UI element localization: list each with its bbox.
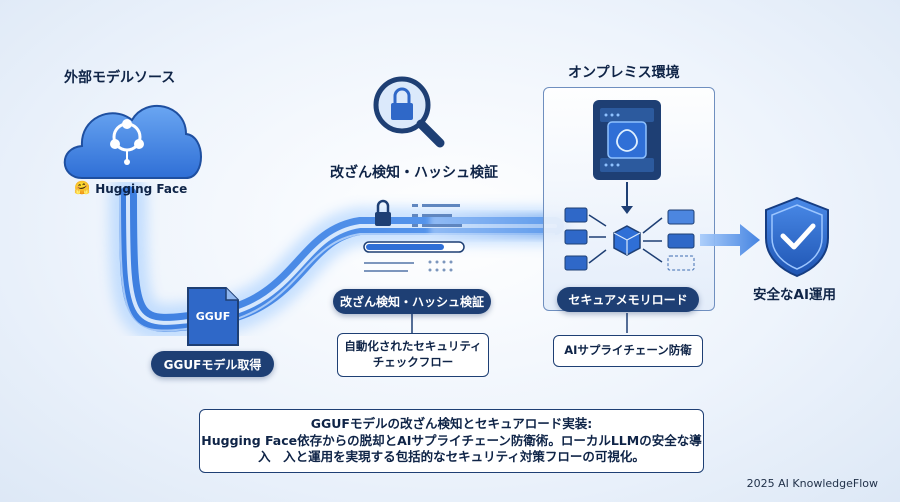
summary-line1: GGUFモデルの改ざん検知とセキュアロード実装: xyxy=(310,415,593,431)
verify-title: 改ざん検知・ハッシュ検証 xyxy=(330,165,498,181)
verify-widget xyxy=(363,199,465,272)
source-title: 外部モデルソース xyxy=(64,70,176,86)
gguf-step-pill: GGUFモデル取得 xyxy=(151,351,274,377)
shield-check-icon xyxy=(765,196,829,278)
verify-progress-fill xyxy=(366,244,444,250)
magnifier-lock-icon xyxy=(373,76,445,148)
verify-note: 自動化されたセキュリティ チェックフロー xyxy=(337,333,489,377)
cloud-icon xyxy=(63,104,202,179)
onprem-note: AIサプライチェーン防衛 xyxy=(553,335,703,367)
summary-box: GGUFモデルの改ざん検知とセキュアロード実装: Hugging Face依存か… xyxy=(199,409,704,473)
verify-step-pill: 改ざん検知・ハッシュ検証 xyxy=(333,289,491,314)
footer-credit: 2025 AI KnowledgeFlow xyxy=(746,477,878,490)
server-chip-icon xyxy=(593,100,661,180)
onprem-title: オンプレミス環境 xyxy=(568,65,680,81)
hugging-face-emoji-icon: 🤗 xyxy=(74,181,91,196)
gguf-file-label: GGUF xyxy=(195,310,231,323)
gguf-file-icon xyxy=(187,287,239,346)
memory-blocks-right xyxy=(642,209,695,271)
memory-blocks-left xyxy=(564,207,607,271)
summary-line2: Hugging Face依存からの脱却とAIサプライチェーン防衛術。ローカルLL… xyxy=(201,432,702,448)
result-arrow xyxy=(700,224,760,256)
summary-line3: 入 入と運用を実現する包括的なセキュリティ対策フローの可視化。 xyxy=(258,449,645,465)
verify-note-line1: 自動化されたセキュリティ xyxy=(344,339,482,354)
cube-icon xyxy=(613,225,641,256)
verify-note-line2: チェックフロー xyxy=(372,355,454,369)
result-label: 安全なAI運用 xyxy=(753,287,836,303)
provider-row: 🤗 Hugging Face xyxy=(74,181,187,196)
provider-label: Hugging Face xyxy=(95,181,188,196)
onprem-step-pill: セキュアメモリロード xyxy=(557,287,699,312)
